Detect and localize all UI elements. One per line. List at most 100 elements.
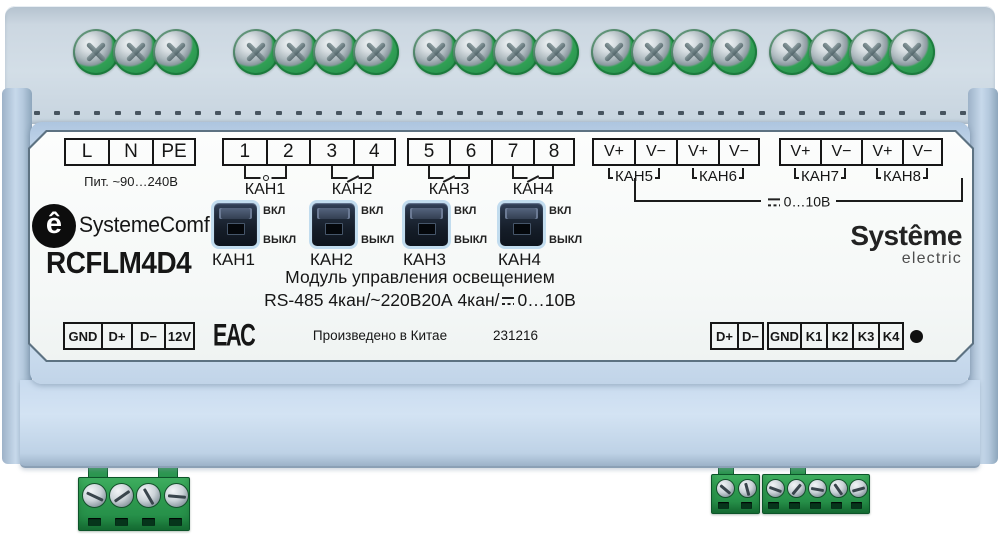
vent-slot <box>839 111 845 115</box>
vent-slot <box>577 111 584 115</box>
comm-terminal-labels: GND D+ D− 12V <box>63 322 195 350</box>
terminal-label: K2 <box>828 324 854 348</box>
vent-slot <box>356 111 362 115</box>
switch-off-label: ВЫКЛ <box>361 234 395 246</box>
wire-hole <box>768 502 779 509</box>
made-in-label: Произведено в Китае <box>312 328 448 343</box>
terminal-label: D+ <box>712 324 739 348</box>
vent-slot <box>818 111 825 115</box>
terminal-label: GND <box>65 324 103 348</box>
channel-label: КАН2 <box>331 181 373 198</box>
vent-slot <box>255 111 262 115</box>
terminal-label: V− <box>822 140 863 164</box>
channel-switch-2[interactable] <box>312 203 355 246</box>
vent-slot <box>456 111 463 115</box>
analog-range-bracket: 0…10В <box>634 178 963 202</box>
vent-slot <box>134 111 141 115</box>
vent-slot <box>939 111 946 115</box>
screw-terminal <box>631 29 677 75</box>
vent-slot-row <box>34 111 966 116</box>
wire-hole <box>88 518 101 526</box>
switch-channel-label: КАН3 <box>403 250 446 269</box>
product-spec: RS-485 4кан/~220В20А 4кан/0…10В <box>264 290 576 310</box>
screw-terminal <box>453 29 499 75</box>
terminal-label: 1 <box>224 140 268 164</box>
relay-terminal-labels-1-4: 1 2 3 4 <box>222 138 396 166</box>
vent-slot <box>114 111 121 115</box>
screw-terminal <box>766 479 785 498</box>
vent-slot <box>94 111 101 115</box>
screw-terminal <box>769 29 815 75</box>
bottom-connector-outputs <box>762 474 870 514</box>
bottom-connector-rs485 <box>711 474 760 514</box>
vent-slot <box>718 111 725 115</box>
terminal-cluster-power <box>73 29 199 75</box>
screw-terminal <box>233 29 279 75</box>
switch-channel-label: КАН4 <box>498 250 541 269</box>
screw-terminal <box>153 29 199 75</box>
screw-terminal <box>413 29 459 75</box>
screw-terminal <box>808 479 827 498</box>
terminal-label: V+ <box>863 140 904 164</box>
terminal-label: N <box>110 140 154 164</box>
switch-channel-label: КАН2 <box>310 250 353 269</box>
vent-slot <box>698 111 705 115</box>
eac-certification-mark: EAC <box>213 318 255 353</box>
wire-hole <box>851 502 862 509</box>
brand-name: SystemeComf <box>79 212 210 237</box>
output-terminal-labels: GND K1 K2 K3 K4 <box>767 322 904 350</box>
vent-slot <box>335 111 342 115</box>
vent-slot <box>678 111 684 115</box>
channel-switch-4[interactable] <box>500 203 543 246</box>
wordmark-line2: electric <box>901 250 962 267</box>
vent-slot <box>798 111 805 115</box>
wire-hole <box>831 502 842 509</box>
screw-terminal <box>164 483 189 508</box>
terminal-label: K1 <box>802 324 828 348</box>
vent-slot <box>637 111 644 115</box>
channel-label: КАН5 <box>600 168 668 185</box>
power-terminal-labels: L N PE <box>64 138 196 166</box>
manufacturer-wordmark: Systême electric <box>800 222 962 267</box>
date-code: 231216 <box>493 328 539 343</box>
vent-slot <box>537 111 544 115</box>
channel-switch-3[interactable] <box>405 203 448 246</box>
analog-terminal-labels-b: V+ V− V+ V− <box>779 138 943 166</box>
model-number: RCFLM4D4 <box>46 245 192 280</box>
terminal-label: 5 <box>409 140 451 164</box>
terminal-cluster-relay-5-8 <box>413 29 579 75</box>
switch-symbol-icon <box>244 166 287 179</box>
channel-switch-1[interactable] <box>214 203 257 246</box>
dc-symbol-icon <box>767 197 781 206</box>
vent-slot <box>597 111 604 115</box>
wire-hole <box>169 518 182 526</box>
housing-lower-body <box>20 380 980 468</box>
vent-slot <box>275 111 282 115</box>
relay-terminal-labels-5-8: 5 6 7 8 <box>407 138 575 166</box>
terminal-label: 8 <box>548 141 560 162</box>
channel-label: КАН3 <box>428 181 470 198</box>
vent-slot <box>54 111 61 115</box>
rs485-terminal-labels: D+ D− <box>710 322 764 350</box>
terminal-label: K4 <box>882 328 900 344</box>
screw-terminal <box>82 483 107 508</box>
vent-slot <box>758 111 765 115</box>
brand-logo-icon: ê <box>32 204 76 248</box>
vent-slot <box>74 111 81 115</box>
screw-terminal <box>889 29 935 75</box>
terminal-cluster-analog-a <box>591 29 757 75</box>
terminal-label: V+ <box>594 140 636 164</box>
screw-terminal <box>273 29 319 75</box>
switch-on-label: ВКЛ <box>549 205 572 217</box>
screw-terminal <box>849 479 868 498</box>
wire-hole <box>115 518 128 526</box>
screw-terminal <box>113 29 159 75</box>
dc-symbol-icon <box>501 296 515 305</box>
terminal-label: L <box>66 140 110 164</box>
vent-slot <box>557 111 564 115</box>
screw-terminal <box>849 29 895 75</box>
screw-terminal <box>829 479 848 498</box>
screw-terminal <box>353 29 399 75</box>
vent-slot <box>34 111 40 115</box>
